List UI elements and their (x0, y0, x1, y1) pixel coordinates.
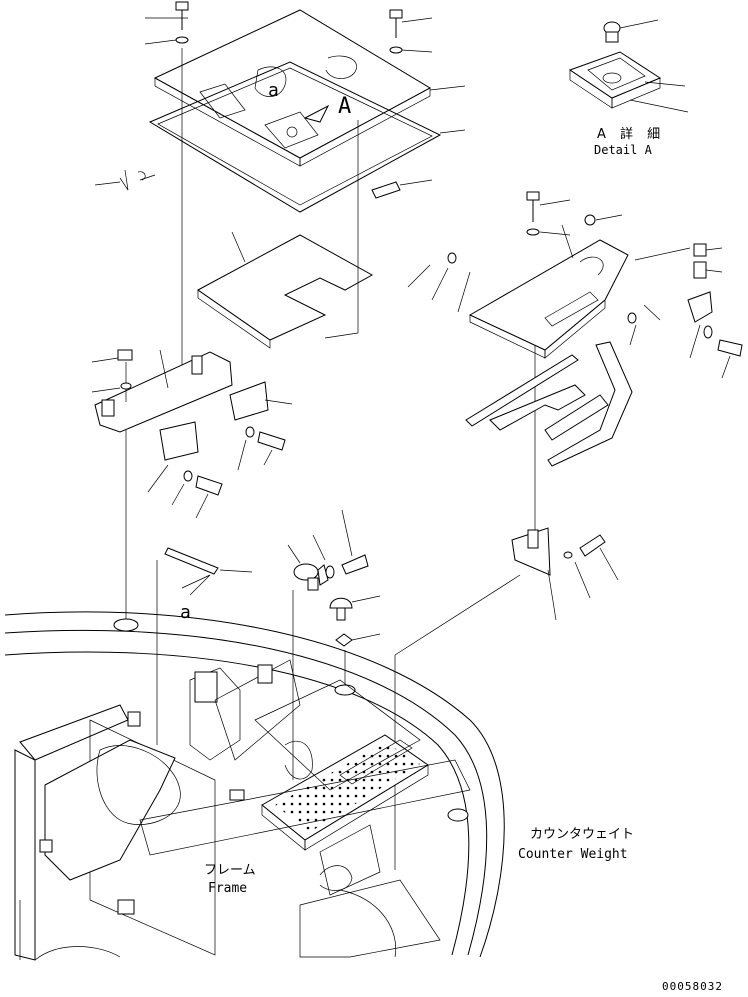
svg-text:A: A (338, 94, 351, 119)
callout-a-top: a (268, 80, 279, 101)
svg-text:フレーム: フレーム (204, 863, 256, 878)
svg-text:A 詳 細: A 詳 細 (597, 126, 665, 142)
svg-text:Counter Weight: Counter Weight (518, 847, 628, 862)
leader-lines-top (94, 17, 466, 339)
insulation-pad (197, 234, 374, 349)
top-cover-plate (153, 9, 432, 167)
callout-big-a: A (303, 94, 351, 123)
svg-text:カウンタウェイト: カウンタウェイト (530, 827, 634, 842)
mid-small-parts (164, 509, 381, 647)
detail-a-latch (568, 19, 689, 113)
svg-text:Detail A: Detail A (594, 143, 653, 157)
svg-text:a: a (268, 80, 279, 101)
svg-text:a: a (180, 602, 191, 623)
detail-a-title: A 詳 細 Detail A (594, 126, 665, 157)
machine-frame (4, 611, 505, 961)
svg-text:00058032: 00058032 (662, 980, 723, 993)
right-hinge (511, 527, 619, 621)
bolt-top-left (175, 1, 189, 44)
right-cover-bolt (526, 191, 623, 259)
left-bracket (91, 349, 293, 519)
frame-perforated-plate (275, 742, 420, 832)
alignment-lines (125, 48, 536, 870)
right-side-fasteners (407, 243, 743, 379)
right-cover-plate (468, 239, 629, 359)
svg-text:Frame: Frame (208, 881, 247, 896)
drawing-number: 00058032 (662, 980, 723, 993)
cover-seal-gasket (148, 61, 442, 213)
right-gasket-strips (465, 341, 633, 467)
bolt-top-right (389, 9, 403, 54)
counterweight-label: カウンタウェイト Counter Weight (518, 827, 634, 862)
retaining-clip (119, 169, 401, 199)
frame-label: フレーム Frame (204, 863, 256, 896)
callout-a-bottom: a (180, 602, 191, 623)
